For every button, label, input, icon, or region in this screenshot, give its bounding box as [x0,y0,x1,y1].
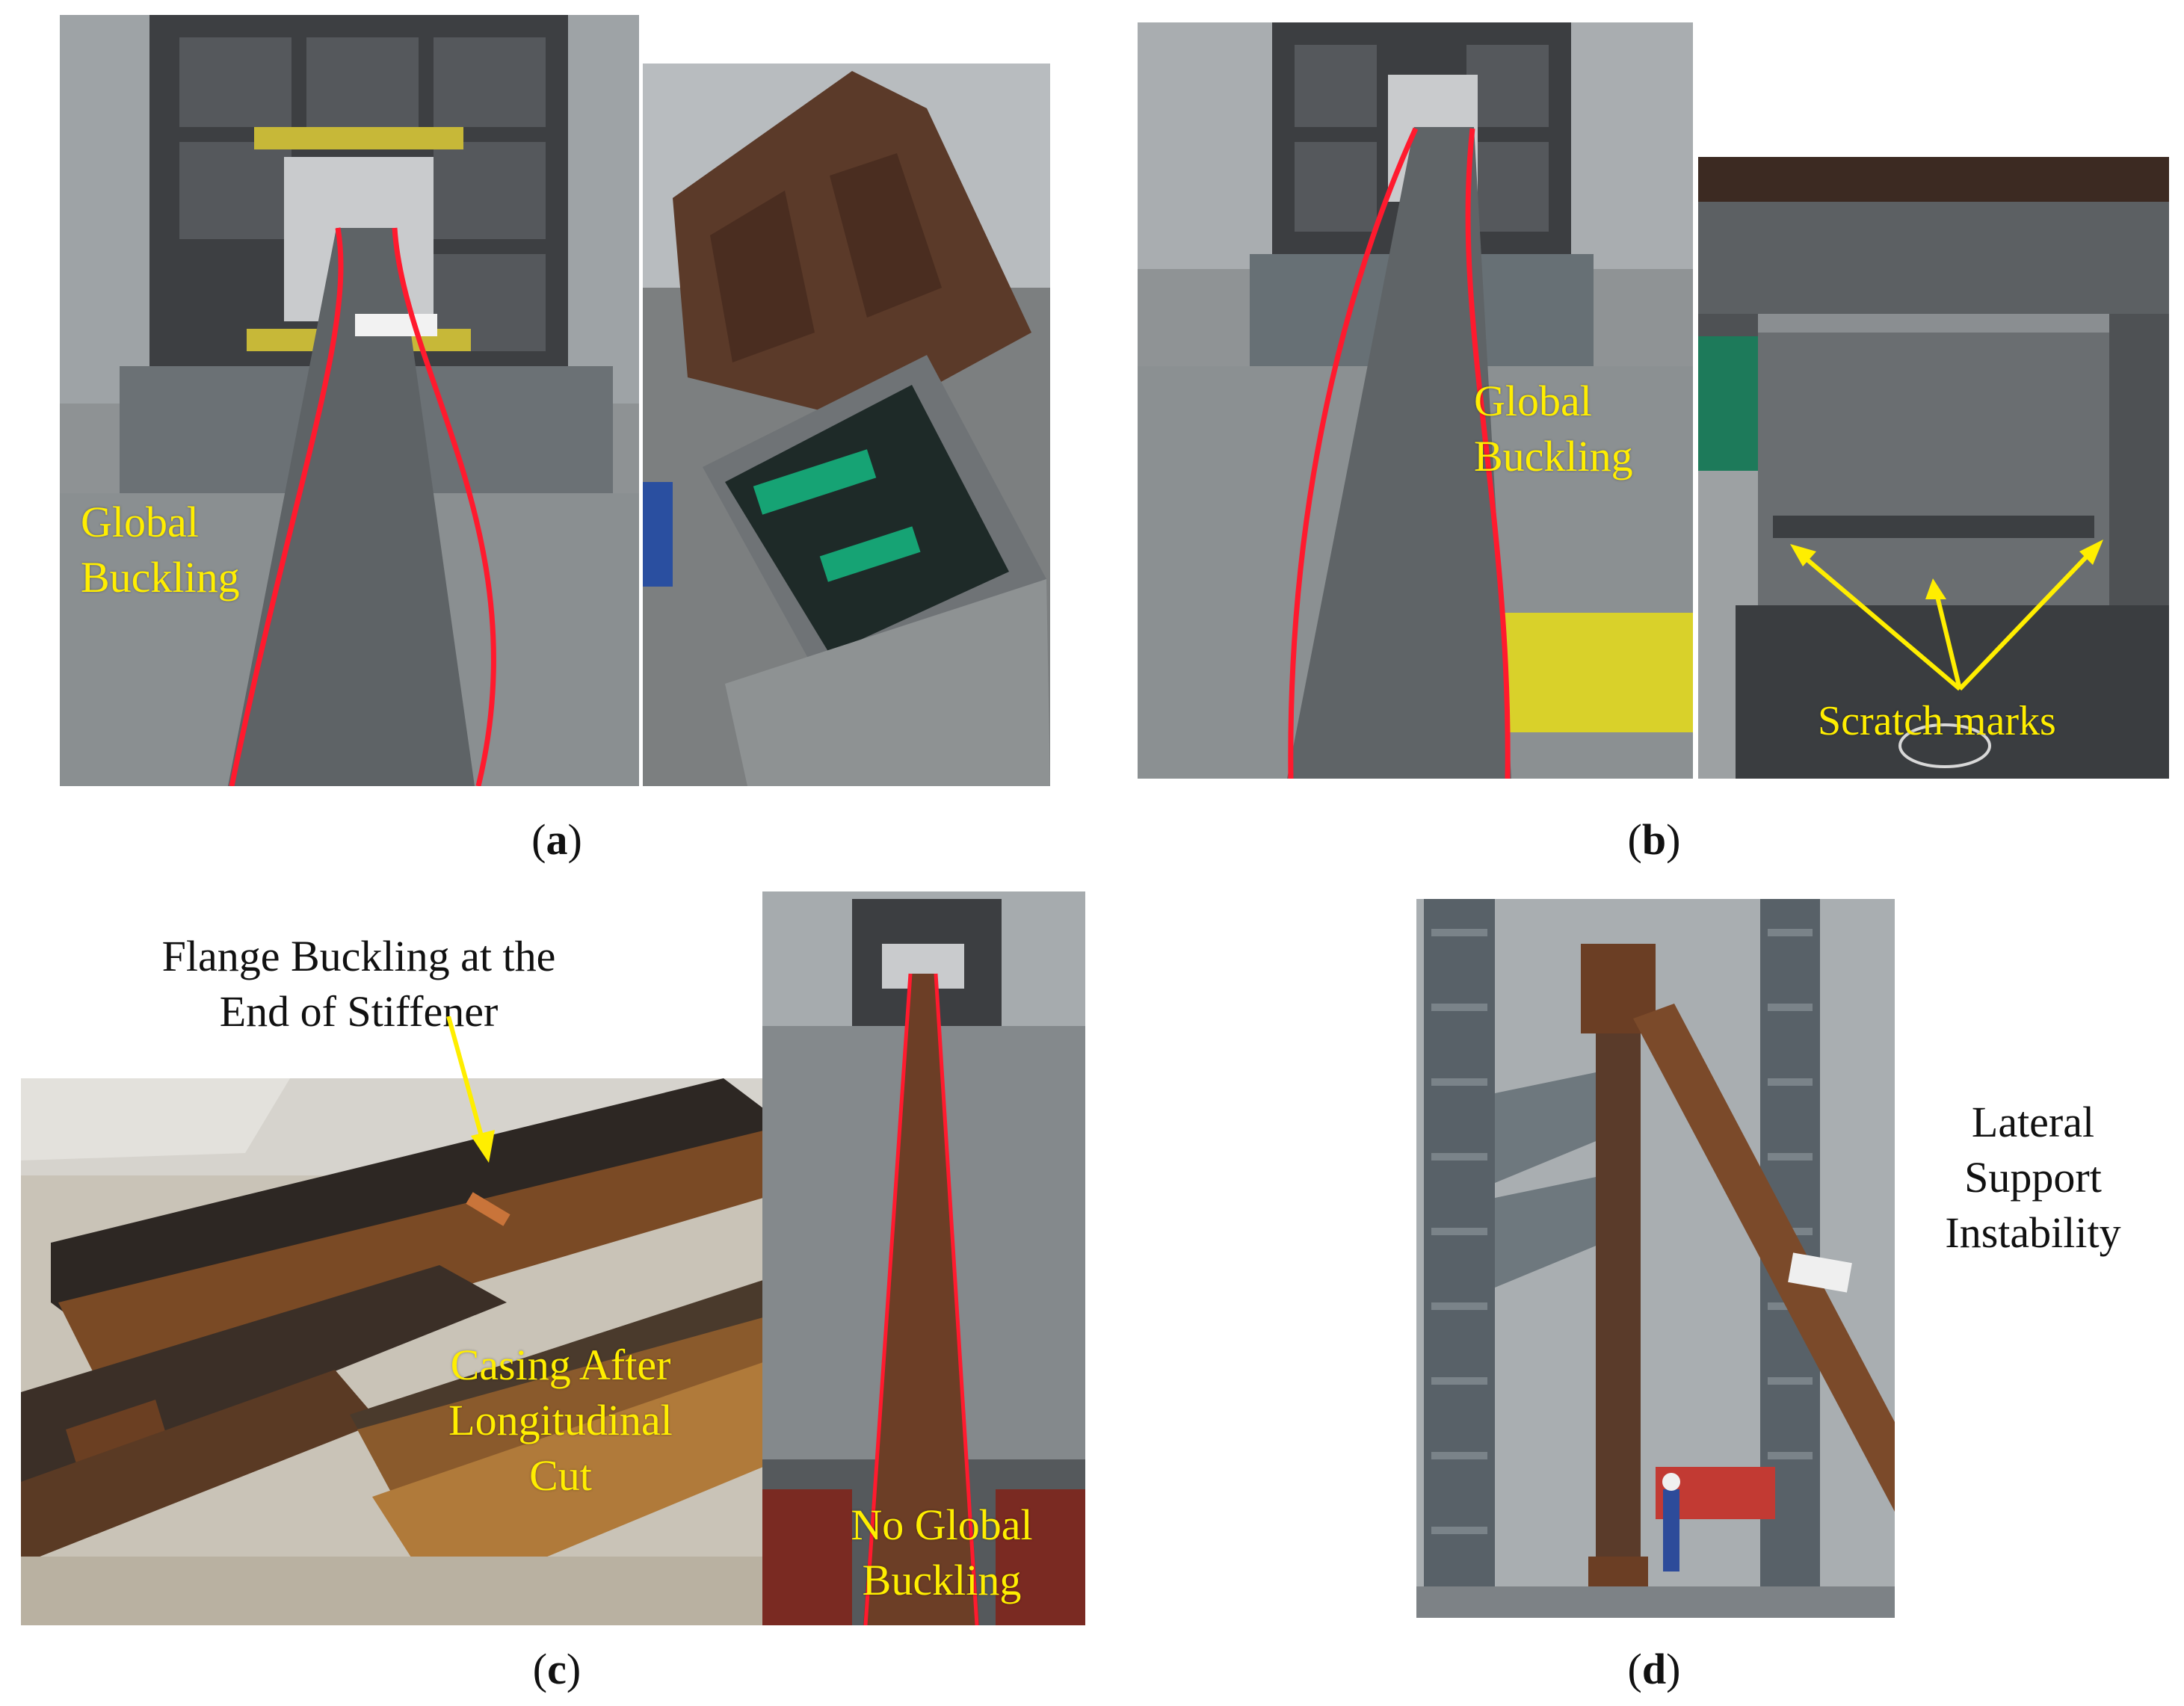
panel-c-left-photo [21,1078,763,1625]
scratch-arrow-3 [1958,545,2098,691]
beam-outline-left [863,973,913,1625]
panel-d-photo [1416,899,1895,1618]
panel-b-global-buckling-label: Global Buckling [1474,377,1633,481]
panel-a-global-buckling-label: Global Buckling [81,498,240,602]
scratch-arrow-1 [1796,549,1961,691]
buckling-outline-right [392,227,496,786]
buckling-outline-right [1465,128,1511,779]
panel-c-callout-arrow [446,1016,495,1163]
panel-c-caption: (c) [532,1645,582,1693]
beam-outline-right [934,973,979,1625]
panel-a-left-photo [60,15,639,786]
panel-c-no-buckling-label: No Global Buckling [851,1501,1033,1605]
panel-d-caption: (d) [1627,1645,1681,1693]
scratch-arrow-2 [1934,590,1962,690]
panel-b-left-photo [1138,22,1693,779]
panel-a-right-photo [643,64,1050,786]
buckling-outline-left [229,227,344,786]
panel-b-right-photo [1698,157,2169,779]
panel-c-casing-label: Casing After Longitudinal Cut [448,1341,673,1501]
panel-a-caption: (a) [531,815,582,864]
panel-c-right-photo [762,891,1085,1625]
panel-b-scratch-marks-label: Scratch marks [1818,698,2056,744]
panel-c-callout-label: Flange Buckling at the End of Stiffener [161,932,556,1036]
panel-d-side-label: Lateral Support Instability [1945,1098,2121,1258]
buckling-outline-left [1288,127,1419,779]
panel-b-caption: (b) [1627,815,1681,864]
